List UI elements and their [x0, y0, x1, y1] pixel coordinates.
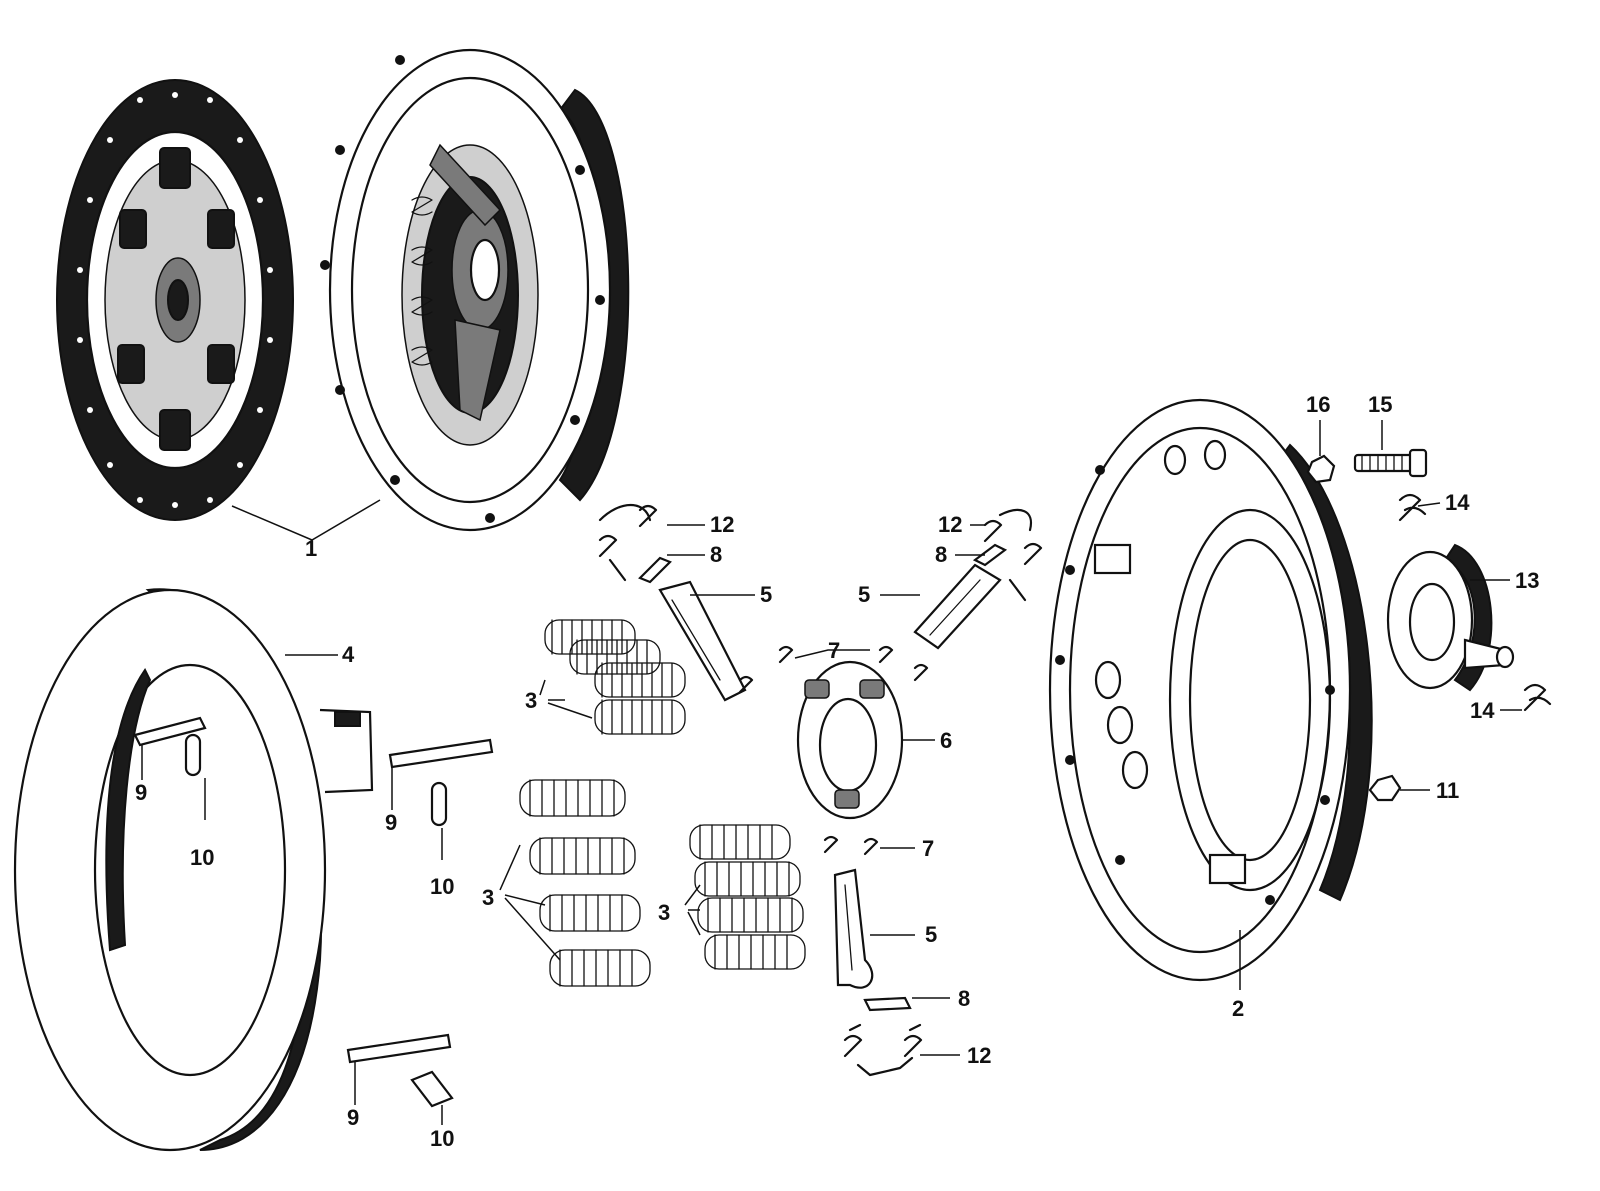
driven-disc	[56, 79, 294, 521]
label-1: 1	[305, 536, 317, 561]
label-12-lower: 12	[967, 1043, 991, 1068]
label-13: 13	[1515, 568, 1539, 593]
cover-assembly	[320, 48, 630, 532]
label-8-lower: 8	[958, 986, 970, 1011]
label-4: 4	[342, 642, 355, 667]
clutch-housing	[1048, 398, 1373, 982]
release-levers	[658, 563, 1002, 989]
label-3-lower-left: 3	[482, 885, 494, 910]
label-9-left: 9	[135, 780, 147, 805]
pressure-springs-lower-left	[519, 779, 651, 987]
label-5-lower: 5	[925, 922, 937, 947]
pressure-springs-lower-right	[689, 824, 806, 970]
label-9-middle: 9	[385, 810, 397, 835]
label-14-upper: 14	[1445, 490, 1470, 515]
part-labels: 1 2 3 3 3 4 5 5 5 6 7 7 8 8 8 9 9 9 10 1…	[135, 392, 1539, 1151]
label-8-right: 8	[935, 542, 947, 567]
label-12-left: 12	[710, 512, 734, 537]
label-9-lower: 9	[347, 1105, 359, 1130]
leader-lines	[141, 420, 1522, 1125]
label-7-upper: 7	[828, 638, 840, 663]
label-3-upper: 3	[525, 688, 537, 713]
label-5-right: 5	[858, 582, 870, 607]
label-15: 15	[1368, 392, 1392, 417]
label-12-right: 12	[938, 512, 962, 537]
pressure-springs-upper	[544, 619, 686, 735]
release-bearing	[1386, 493, 1552, 712]
label-11: 11	[1436, 778, 1459, 803]
label-2: 2	[1232, 996, 1244, 1021]
bolt-and-nut	[1306, 448, 1428, 484]
small-hardware	[133, 504, 1402, 1108]
label-14-lower: 14	[1470, 698, 1495, 723]
label-5-left: 5	[760, 582, 772, 607]
label-3-lower-right: 3	[658, 900, 670, 925]
label-7-lower: 7	[922, 836, 934, 861]
label-16: 16	[1306, 392, 1330, 417]
label-10-middle: 10	[430, 874, 454, 899]
label-6: 6	[940, 728, 952, 753]
label-10-lower: 10	[430, 1126, 454, 1151]
release-lever-plate	[796, 660, 904, 820]
label-8-left: 8	[710, 542, 722, 567]
label-10-left: 10	[190, 845, 214, 870]
